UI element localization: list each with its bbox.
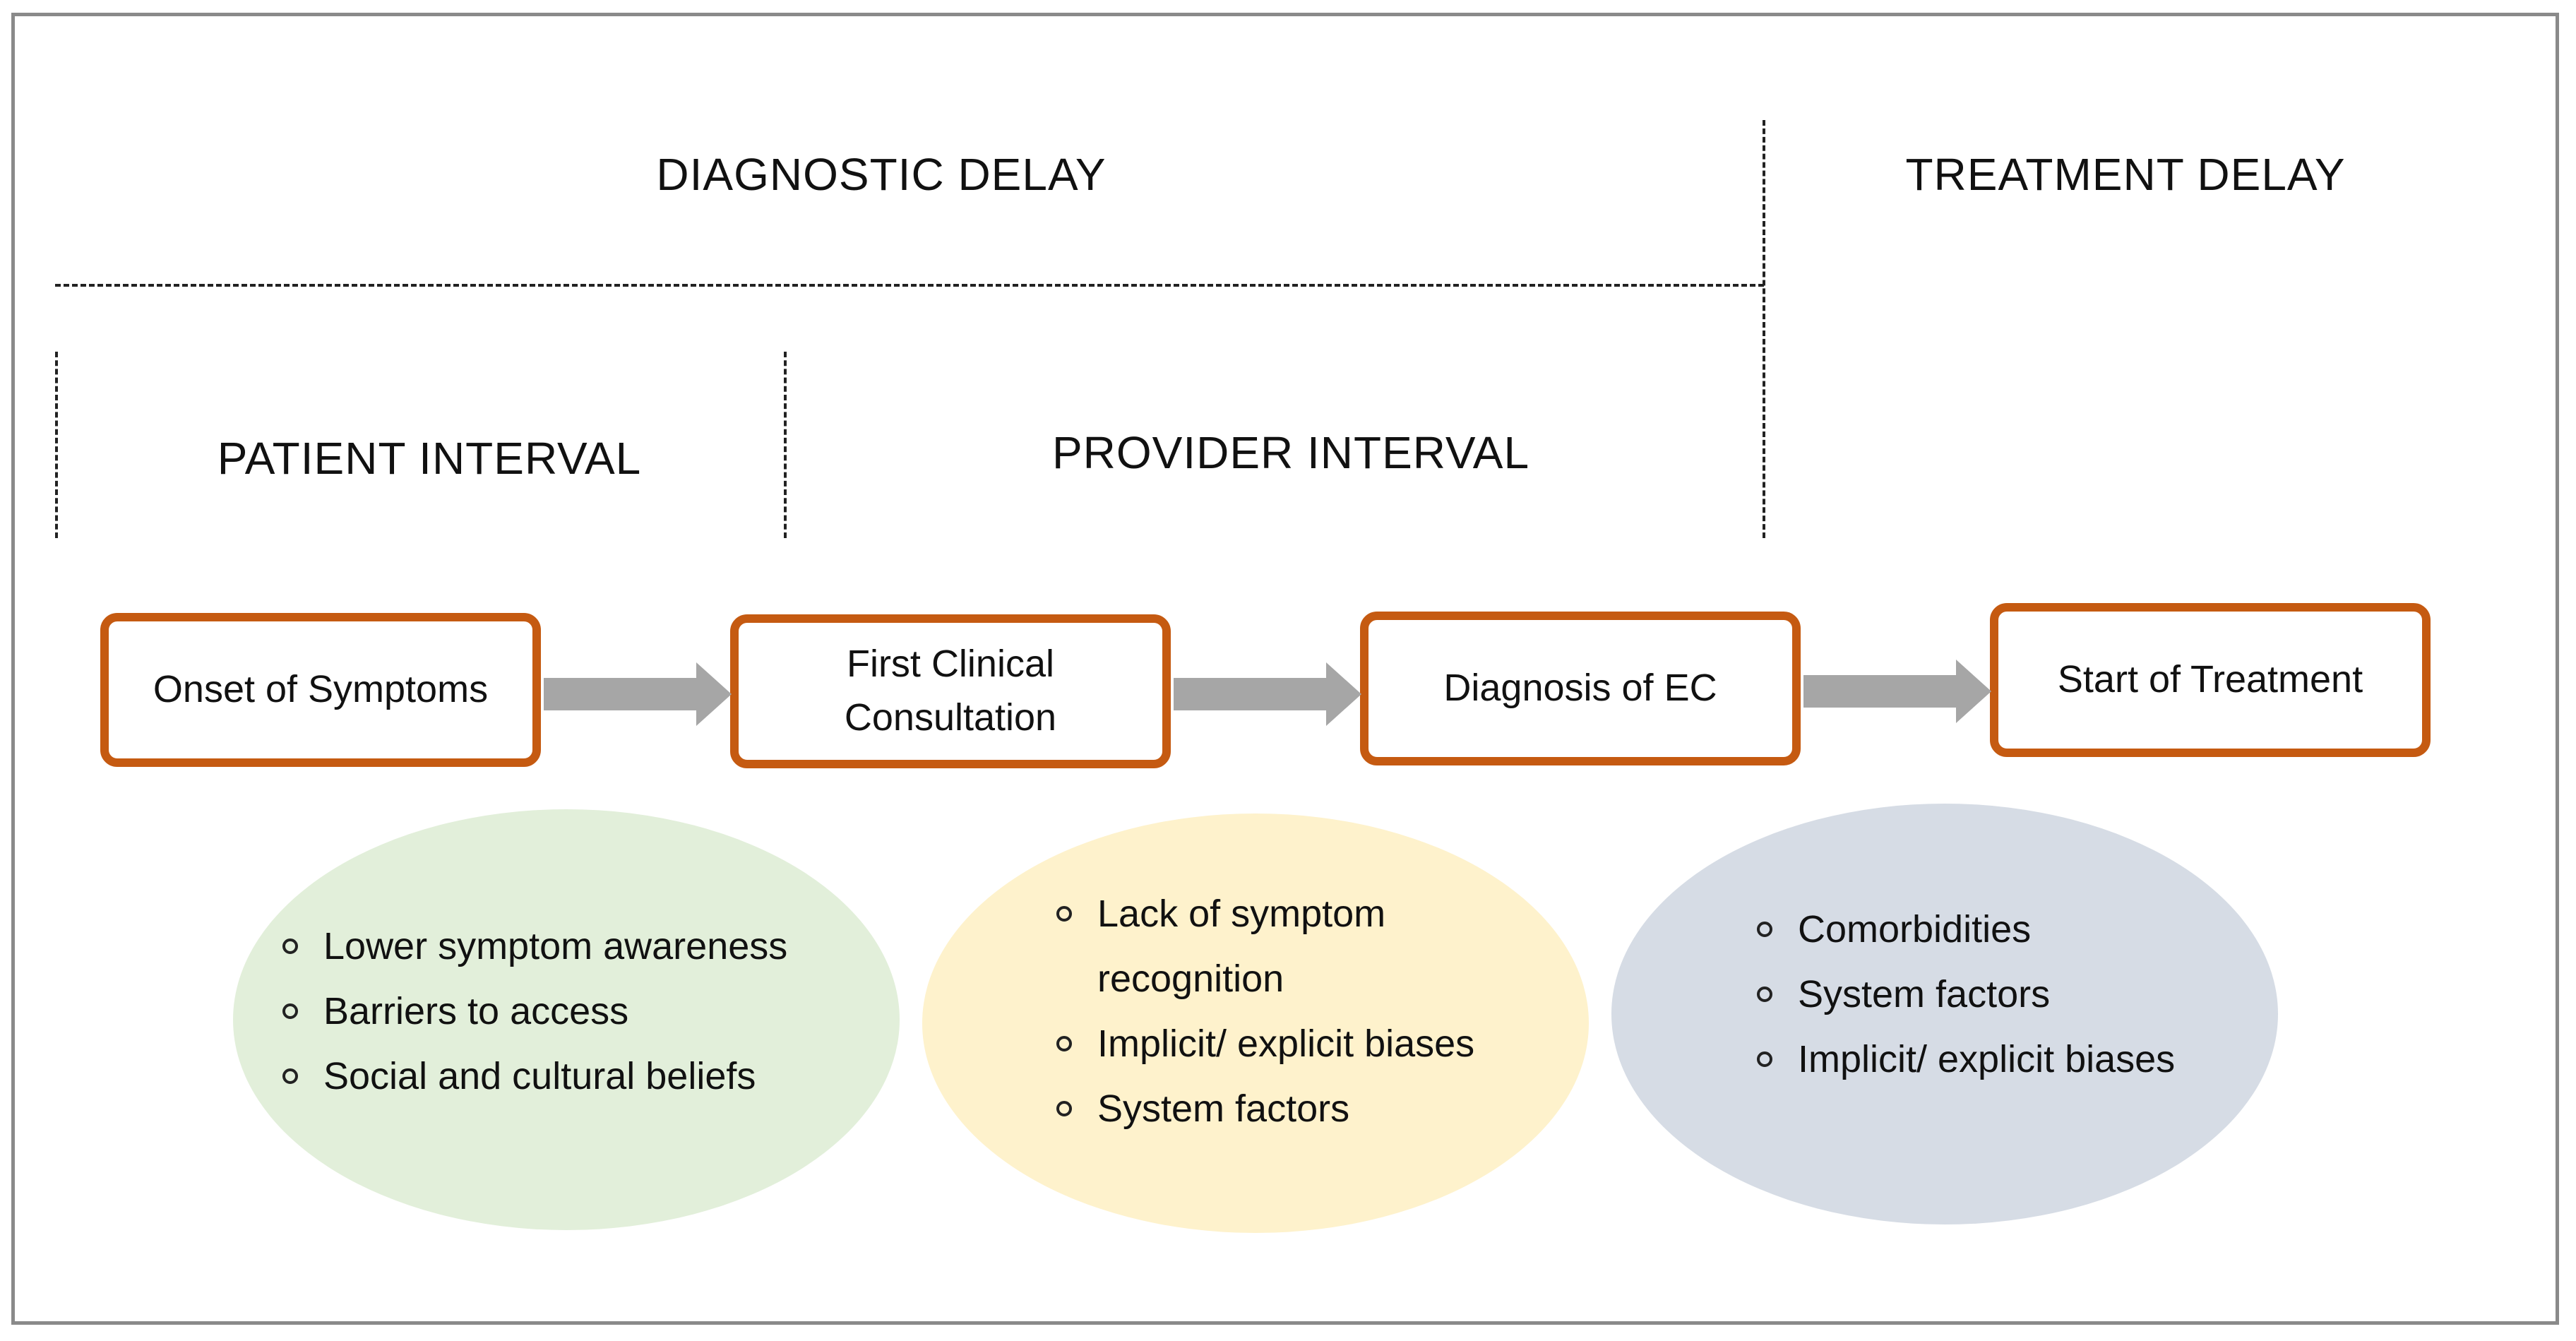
stage-label-line-1: First Clinical	[846, 643, 1054, 686]
stage-first-clinical-consultation: First Clinical Consultation	[730, 614, 1171, 768]
stage-label: Start of Treatment	[2057, 658, 2363, 701]
stage-label: Onset of Symptoms	[153, 668, 489, 711]
arrow-right	[544, 662, 732, 726]
stage-onset-of-symptoms: Onset of Symptoms	[100, 613, 541, 767]
list-item: System factors	[1056, 1076, 1474, 1141]
treatment-delay-heading: TREATMENT DELAY	[1905, 149, 2346, 200]
list-item: System factors	[1757, 962, 2175, 1027]
list-item: Social and cultural beliefs	[282, 1044, 787, 1109]
patient-interval-left-line	[55, 352, 58, 538]
list-item-continuation: recognition	[1097, 958, 1284, 1000]
interval-divider-line	[784, 352, 787, 538]
patient-factors-ellipse	[233, 809, 900, 1230]
provider-factors-list: Lack of symptom recognition Implicit/ ex…	[1056, 881, 1474, 1141]
stage-label-line-2: Consultation	[844, 696, 1057, 739]
arrow-right	[1803, 660, 1991, 723]
circle-bullet-icon	[1757, 922, 1772, 937]
treatment-factors-list: Comorbidities System factors Implicit/ e…	[1757, 897, 2175, 1092]
figure-frame	[11, 13, 2559, 1325]
arrow-right	[1174, 662, 1361, 726]
diagnostic-delay-heading: DIAGNOSTIC DELAY	[656, 149, 1107, 200]
circle-bullet-icon	[282, 938, 298, 954]
circle-bullet-icon	[282, 1003, 298, 1019]
list-item: Comorbidities	[1757, 897, 2175, 962]
circle-bullet-icon	[282, 1068, 298, 1084]
circle-bullet-icon	[1056, 1036, 1072, 1051]
list-item: Lack of symptom	[1056, 881, 1474, 946]
phase-divider-line	[1763, 120, 1765, 538]
circle-bullet-icon	[1757, 987, 1772, 1002]
list-item: Barriers to access	[282, 979, 787, 1044]
diagnostic-delay-divider	[55, 284, 1764, 287]
patient-factors-list: Lower symptom awareness Barriers to acce…	[282, 914, 787, 1109]
circle-bullet-icon	[1056, 906, 1072, 922]
provider-factors-ellipse	[922, 813, 1589, 1233]
list-item: Lower symptom awareness	[282, 914, 787, 979]
patient-interval-heading: PATIENT INTERVAL	[217, 433, 642, 484]
provider-interval-heading: PROVIDER INTERVAL	[1051, 427, 1530, 478]
stage-diagnosis-of-ec: Diagnosis of EC	[1360, 612, 1801, 765]
circle-bullet-icon	[1757, 1051, 1772, 1067]
list-item: Implicit/ explicit biases	[1757, 1027, 2175, 1092]
stage-start-of-treatment: Start of Treatment	[1990, 603, 2431, 757]
stage-label: Diagnosis of EC	[1443, 667, 1717, 710]
circle-bullet-icon	[1056, 1101, 1072, 1116]
list-item: Implicit/ explicit biases	[1056, 1011, 1474, 1076]
treatment-factors-ellipse	[1611, 804, 2278, 1224]
